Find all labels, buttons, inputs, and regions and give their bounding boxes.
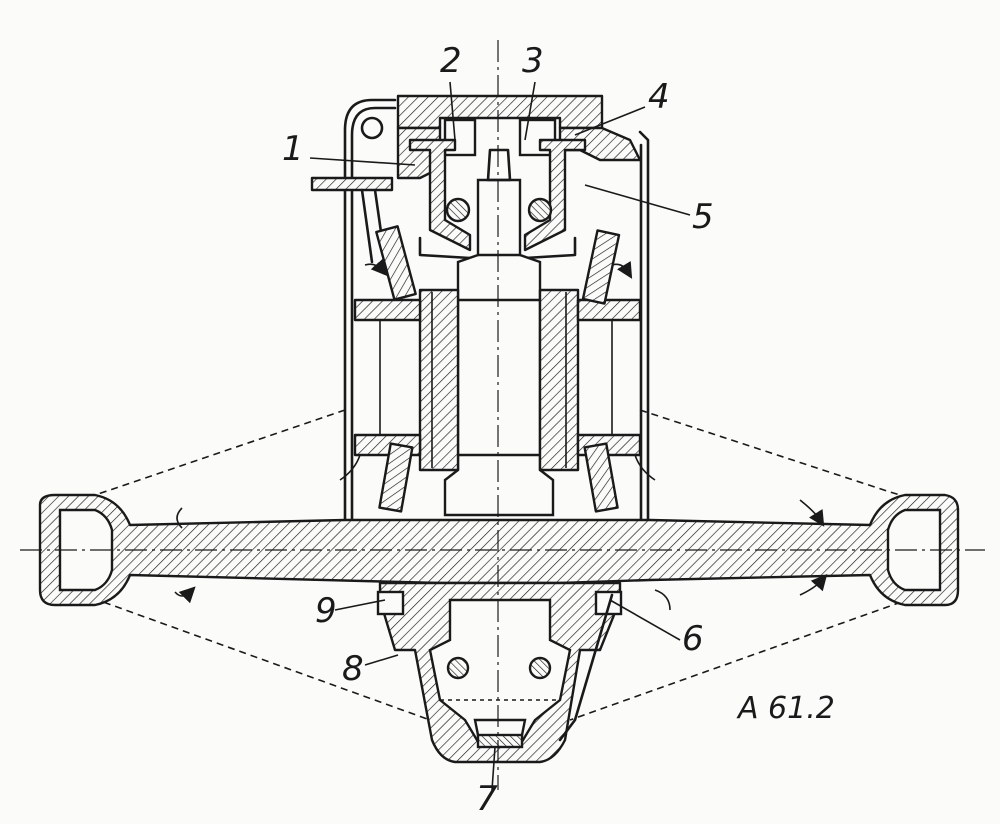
callout-7: 7 [476,779,498,819]
callout-5: 5 [692,197,714,237]
callout-4: 4 [648,77,670,117]
upper-bearing-housing [408,138,587,260]
callout-1: 1 [282,129,304,169]
flow-arrows [174,258,828,611]
stator [353,225,642,513]
lifting-eye-icon [360,116,384,140]
flywheel-disc [20,493,985,607]
rotor-core [418,288,580,472]
callouts: 1 2 3 4 5 6 7 8 9 [282,41,714,819]
callout-6: 6 [682,619,704,659]
callout-8: 8 [342,649,364,689]
callout-9: 9 [315,591,337,631]
callout-2: 2 [440,41,462,81]
callout-3: 3 [522,41,544,81]
figure-label: A 61.2 [736,691,835,726]
motor-casing [343,98,650,522]
leader-lines [309,81,691,791]
lower-bearing-housing [376,581,623,764]
shaft [443,148,555,517]
